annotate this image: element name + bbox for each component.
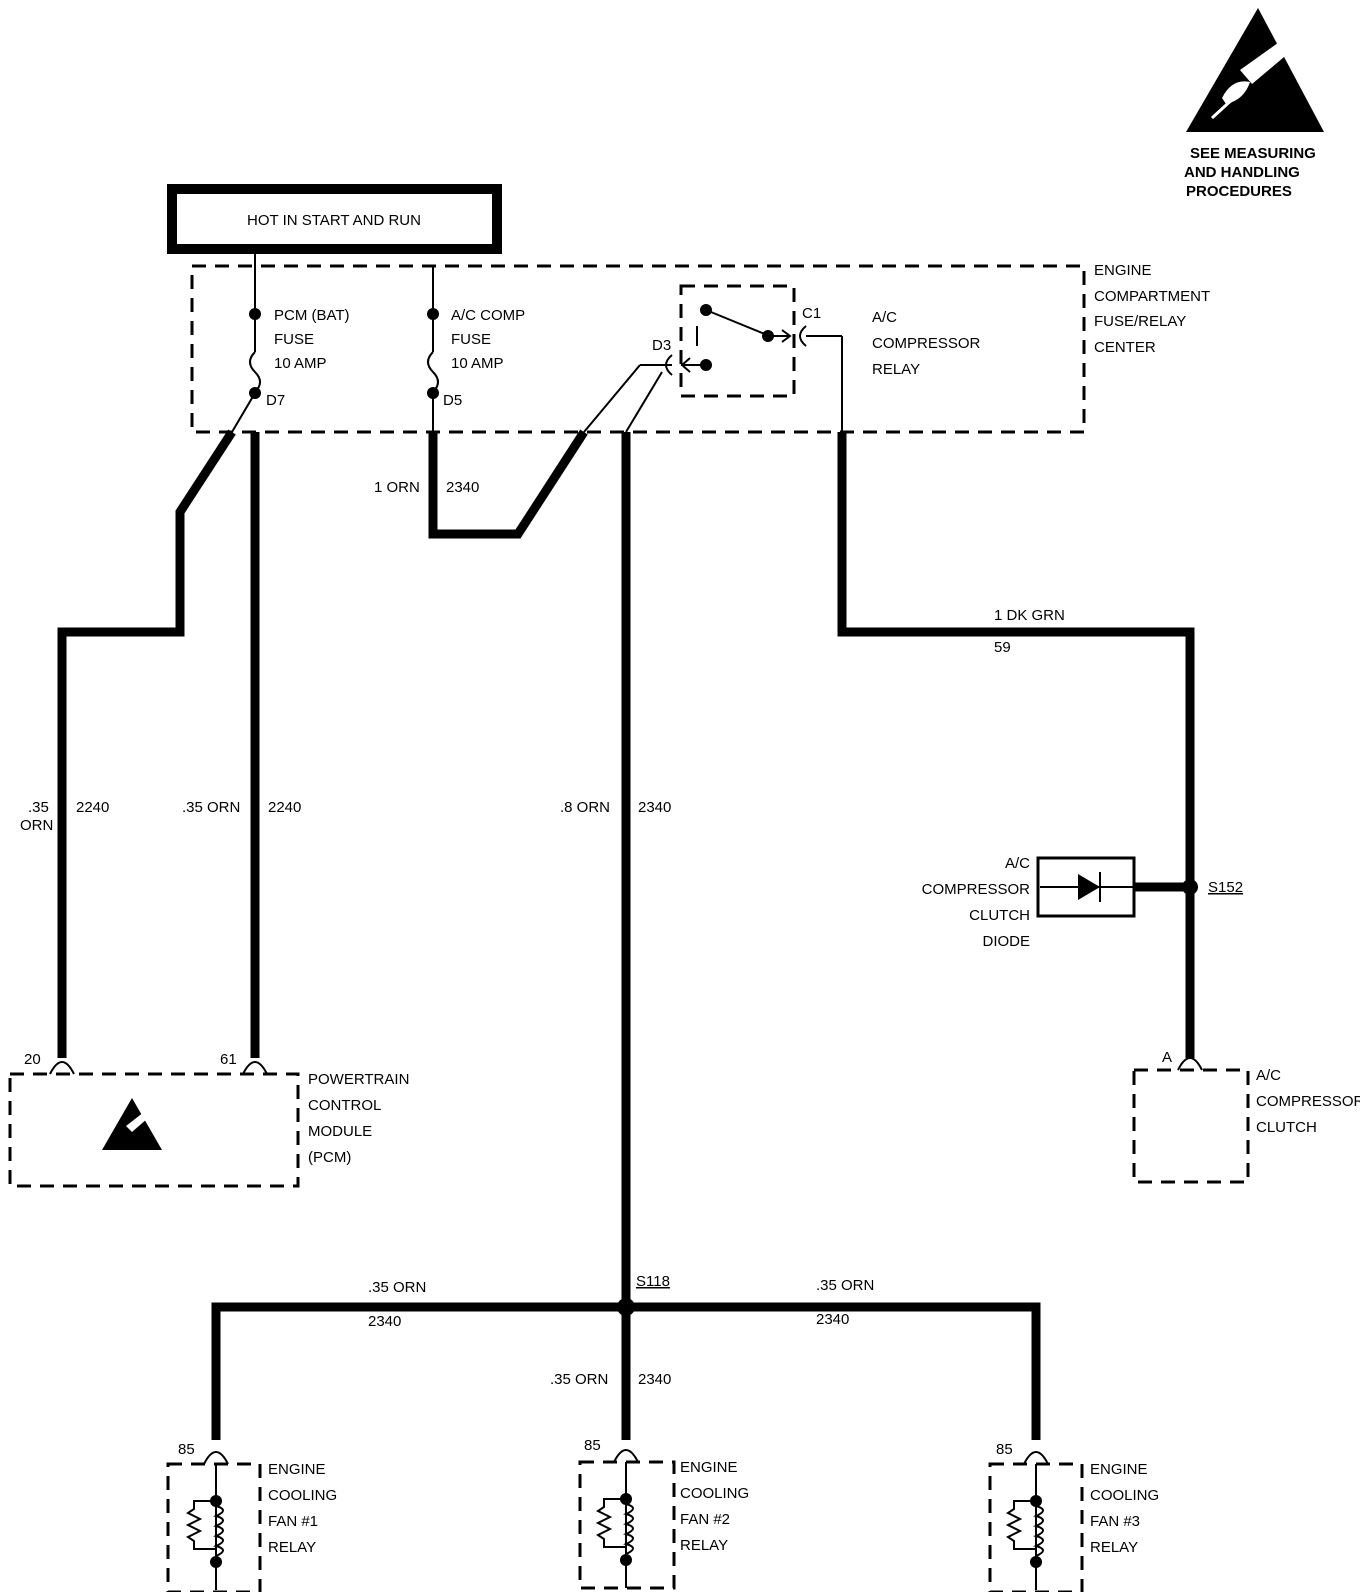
relay2-line-1: ENGINE [680, 1459, 738, 1476]
fuse2-line-3: 10 AMP [451, 355, 504, 372]
pcm-bat-fuse [249, 252, 261, 399]
mid-branch-circuit: 2340 [638, 1371, 671, 1388]
relay1-line-3: FAN #1 [268, 1513, 318, 1530]
mid-branch-size: .35 ORN [550, 1371, 608, 1388]
diode-line-1: A/C [1005, 855, 1030, 872]
left-branch-circuit: 2340 [368, 1313, 401, 1330]
esd-notice-line-3: PROCEDURES [1186, 183, 1292, 200]
fuse1-line-3: 10 AMP [274, 355, 327, 372]
relay3-pin: 85 [996, 1441, 1013, 1458]
ac-comp-fuse [427, 266, 439, 436]
relay-line-3: RELAY [872, 361, 920, 378]
pcm61-circuit: 2240 [268, 799, 301, 816]
ac-relay-box [679, 284, 796, 398]
relay-terminal-c1 [799, 325, 807, 347]
right-branch-size: .35 ORN [816, 1277, 874, 1294]
pcm-pin-b-label: 61 [220, 1051, 237, 1068]
relay1-line-4: RELAY [268, 1539, 316, 1556]
diode-icon [1040, 872, 1134, 902]
diode-line-2: COMPRESSOR [922, 881, 1031, 898]
relay1-pin: 85 [178, 1441, 195, 1458]
pcm20-circuit: 2240 [76, 799, 109, 816]
esd-notice-line-2: AND HANDLING [1184, 164, 1300, 181]
fuse-center-line-2: COMPARTMENT [1094, 288, 1210, 305]
esd-warning-icon [1186, 8, 1324, 132]
fuse1-line-2: FUSE [274, 331, 314, 348]
fuse2-line-2: FUSE [451, 331, 491, 348]
wire-clutch-59 [837, 432, 1195, 1058]
clutch-pin-label: A [1162, 1049, 1172, 1066]
pcm20-size-2: ORN [20, 817, 53, 834]
esd-notice-line-1: SEE MEASURING [1190, 145, 1316, 162]
relay1-line-2: COOLING [268, 1487, 337, 1504]
power-header-box [167, 184, 502, 254]
fan-relay-1 [166, 1451, 262, 1592]
relay-line-1: A/C [872, 309, 897, 326]
pcm-line-3: MODULE [308, 1123, 372, 1140]
pcm-line-1: POWERTRAIN [308, 1071, 409, 1088]
fuse2-line-1: A/C COMP [451, 307, 525, 324]
ac-relay-contacts [680, 304, 792, 373]
clutch-pin [1177, 1057, 1203, 1071]
relay3-line-1: ENGINE [1090, 1461, 1148, 1478]
pcm-pin-61 [242, 1061, 268, 1075]
relay2-line-3: FAN #2 [680, 1511, 730, 1528]
relay2-pin: 85 [584, 1437, 601, 1454]
relay2-line-2: COOLING [680, 1485, 749, 1502]
fuse-relay-center-box [190, 264, 1086, 434]
main-size: .8 ORN [560, 799, 610, 816]
wire-fuse2-out [428, 429, 588, 539]
fuse-center-line-3: FUSE/RELAY [1094, 313, 1186, 330]
wire-pcm-20 [57, 429, 236, 1058]
diode-line-3: CLUTCH [969, 907, 1030, 924]
pcm-pin-20 [49, 1061, 75, 1075]
clutch-box [1132, 1068, 1250, 1184]
fuse-center-line-1: ENGINE [1094, 262, 1152, 279]
fuse2-out-circuit: 2340 [446, 479, 479, 496]
clutch-line-1: A/C [1256, 1067, 1281, 1084]
relay1-line-1: ENGINE [268, 1461, 326, 1478]
splice-s118-label: S118 [636, 1273, 670, 1290]
right-branch-circuit: 2340 [816, 1311, 849, 1328]
fuse1-line-1: PCM (BAT) [274, 307, 350, 324]
clutch-wire-size: 1 DK GRN [994, 607, 1065, 624]
clutch-line-2: COMPRESSOR [1256, 1093, 1360, 1110]
clutch-line-3: CLUTCH [1256, 1119, 1317, 1136]
fuse-center-line-4: CENTER [1094, 339, 1156, 356]
pcm-line-2: CONTROL [308, 1097, 381, 1114]
relay3-line-4: RELAY [1090, 1539, 1138, 1556]
relay-term-out-label: C1 [802, 305, 821, 322]
fuse1-terminal: D7 [266, 392, 285, 409]
relay2-line-4: RELAY [680, 1537, 728, 1554]
pcm61-size: .35 ORN [182, 799, 240, 816]
power-header: HOT IN START AND RUN [247, 212, 421, 229]
splice-s118 [617, 1298, 635, 1316]
diode-line-4: DIODE [982, 933, 1030, 950]
main-circuit: 2340 [638, 799, 671, 816]
pcm-box [8, 1072, 300, 1188]
pcm-line-4: (PCM) [308, 1149, 351, 1166]
pcm-pin-a-label: 20 [24, 1051, 41, 1068]
relay3-line-2: COOLING [1090, 1487, 1159, 1504]
fan-relay-3 [988, 1451, 1084, 1592]
relay-term-in-label: D3 [652, 337, 671, 354]
fuse2-terminal: D5 [443, 392, 462, 409]
fan-relay-2 [578, 1449, 676, 1590]
relay-line-2: COMPRESSOR [872, 335, 981, 352]
left-branch-size: .35 ORN [368, 1279, 426, 1296]
splice-s152-label: S152 [1208, 879, 1243, 896]
pcm20-size-1: .35 [28, 799, 49, 816]
pcm-esd-icon [102, 1098, 162, 1150]
relay3-line-3: FAN #3 [1090, 1513, 1140, 1530]
fuse2-out-size: 1 ORN [374, 479, 420, 496]
clutch-wire-circuit: 59 [994, 639, 1011, 656]
